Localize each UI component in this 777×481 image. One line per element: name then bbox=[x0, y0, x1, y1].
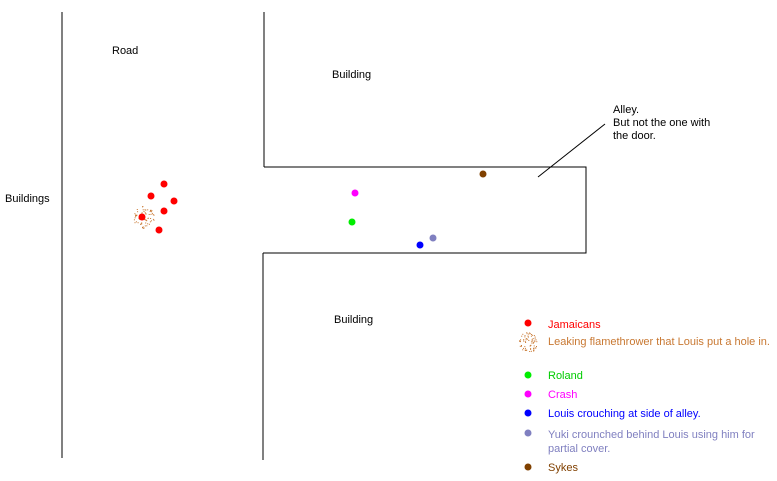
legend-icons-group bbox=[519, 319, 538, 471]
legend-label-sykes: Sykes bbox=[548, 462, 578, 474]
jamaican-marker bbox=[138, 213, 146, 221]
legend-icon-roland bbox=[524, 371, 532, 379]
legend-label-flamethrower: Leaking flamethrower that Louis put a ho… bbox=[548, 336, 770, 348]
buildings-left-label: Buildings bbox=[5, 193, 50, 205]
flamethrower-leak-splatter bbox=[133, 206, 155, 229]
legend-label-yuki: Yuki crounched behind Louis using him fo… bbox=[548, 429, 755, 455]
road-label: Road bbox=[112, 45, 139, 57]
alley-pointer-line bbox=[537, 123, 606, 178]
legend-icon-louis bbox=[524, 409, 532, 417]
jamaican-marker bbox=[155, 226, 163, 234]
alley-note-line-3: the door. bbox=[613, 130, 656, 142]
legend-icon-jamaicans bbox=[524, 319, 532, 327]
legend-icon-crash bbox=[524, 390, 532, 398]
crash-marker bbox=[351, 189, 359, 197]
legend-label-roland: Roland bbox=[548, 370, 583, 382]
legend-icon-sykes bbox=[524, 463, 532, 471]
legend-label-jamaicans: Jamaicans bbox=[548, 319, 601, 331]
building-top-label: Building bbox=[332, 69, 372, 81]
legend-icon-yuki bbox=[524, 429, 532, 437]
alley-note-line-2: But not the one with bbox=[613, 117, 711, 129]
alley-outline bbox=[263, 166, 587, 254]
markers-group bbox=[133, 170, 487, 249]
alley-note-line-1: Alley. bbox=[613, 104, 640, 116]
roland-marker bbox=[348, 218, 356, 226]
jamaican-marker bbox=[170, 197, 178, 205]
building-bottom-label: Building bbox=[334, 314, 374, 326]
jamaican-marker bbox=[160, 180, 168, 188]
legend-label-crash: Crash bbox=[548, 389, 578, 401]
legend-icon-flamethrower bbox=[519, 332, 538, 352]
sykes-marker bbox=[479, 170, 487, 178]
legend-label-louis: Louis crouching at side of alley. bbox=[548, 408, 701, 420]
jamaican-marker bbox=[147, 192, 155, 200]
louis-marker bbox=[416, 241, 424, 249]
jamaican-marker bbox=[160, 207, 168, 215]
yuki-marker bbox=[429, 234, 437, 242]
